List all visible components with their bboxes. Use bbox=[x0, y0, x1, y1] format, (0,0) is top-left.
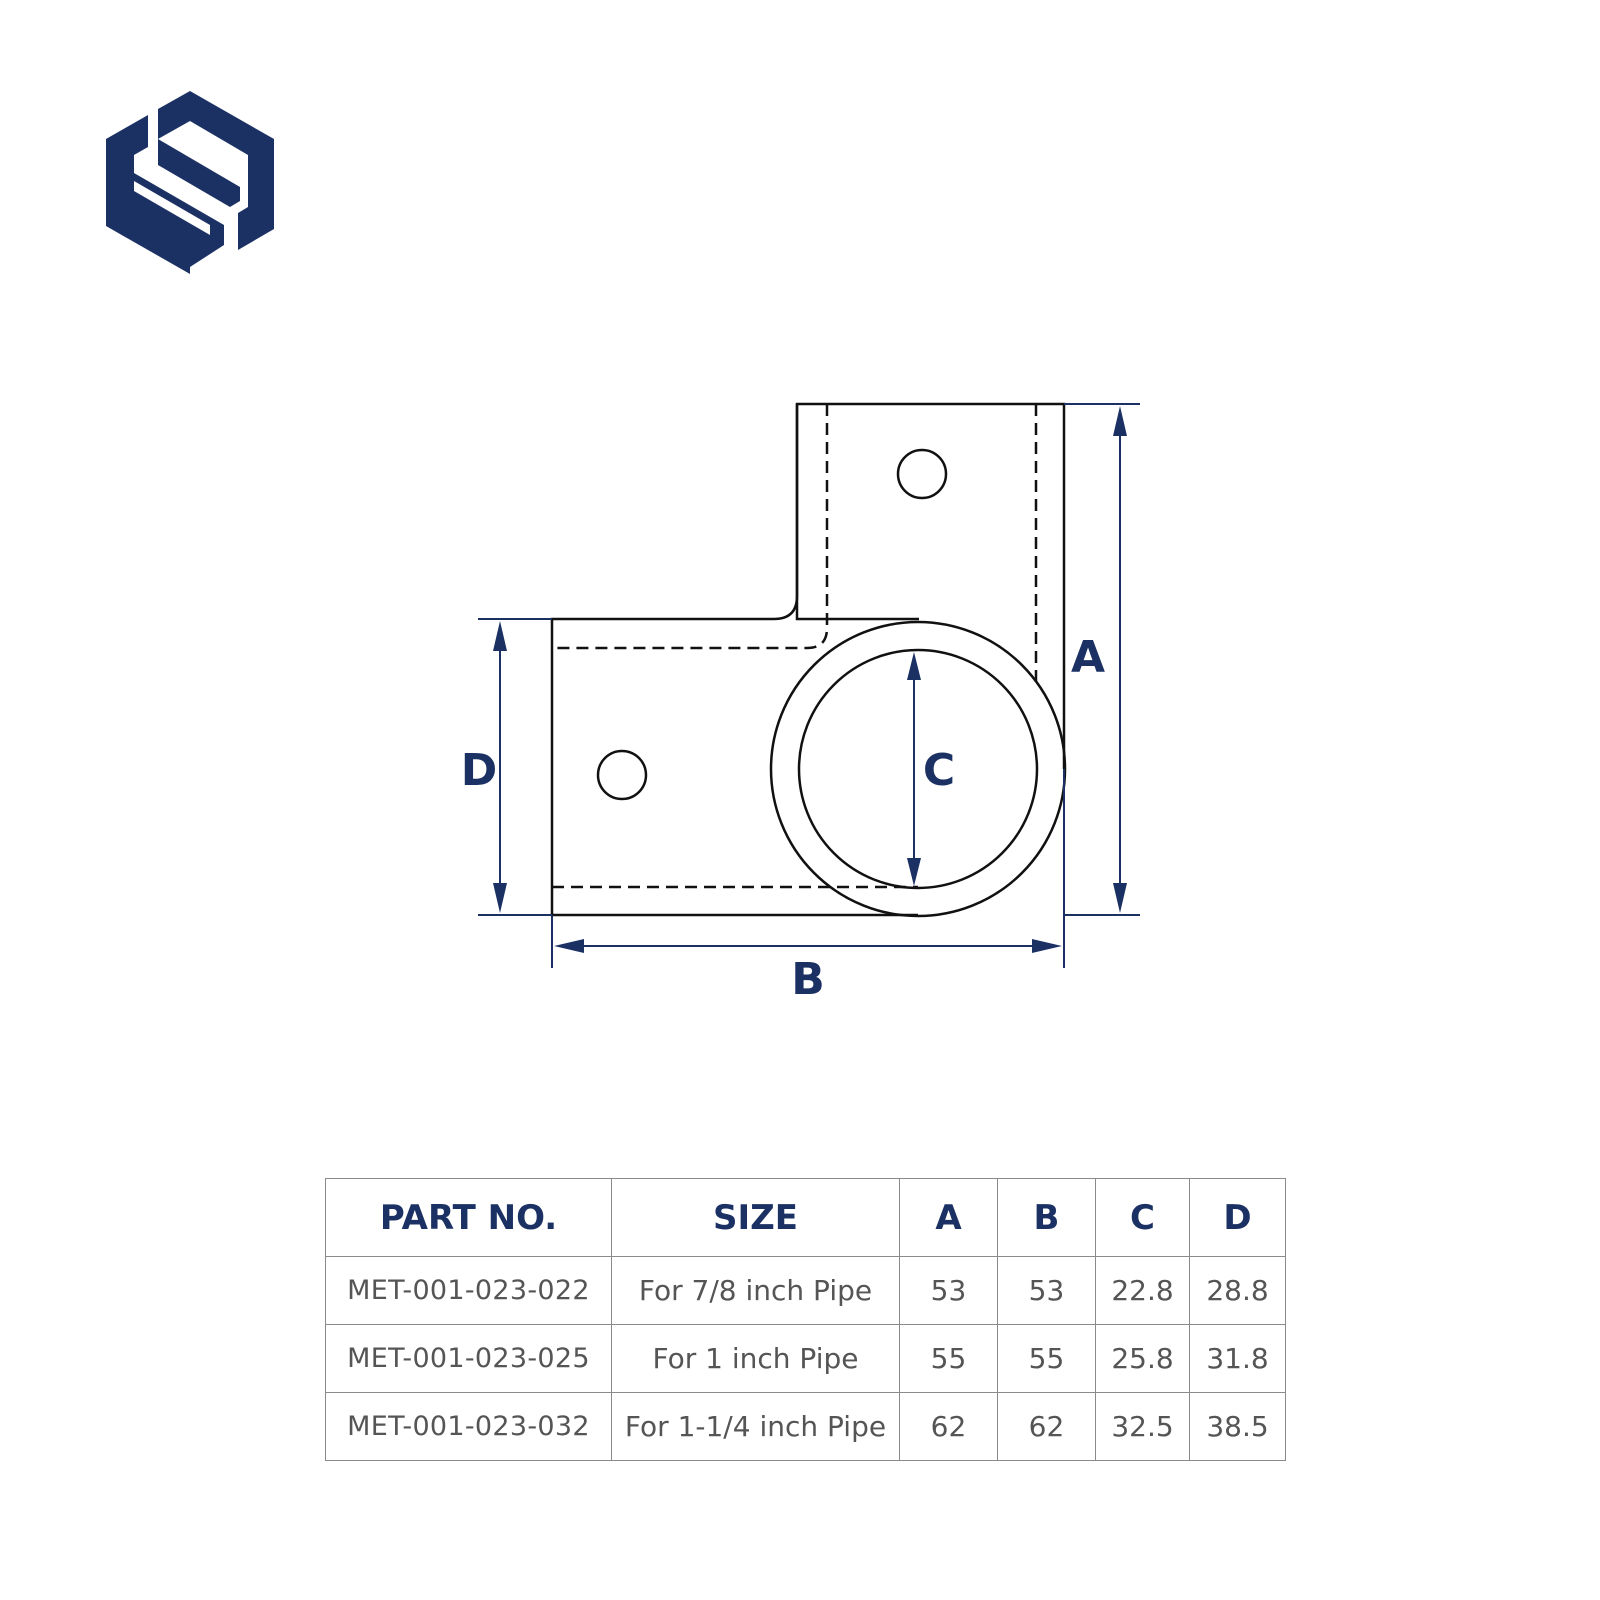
fitting-outline bbox=[550, 402, 1067, 918]
cell-d: 38.5 bbox=[1189, 1392, 1286, 1461]
cell-part-no: MET-001-023-022 bbox=[325, 1256, 612, 1325]
dimension-label-b: B bbox=[791, 954, 825, 1005]
dimensions-table: PART NO. SIZE A B C D MET-001-023-022 Fo… bbox=[325, 1178, 1286, 1461]
hexagon-s-logo-icon bbox=[106, 91, 274, 274]
dimension-label-c: C bbox=[923, 745, 955, 796]
dimension-label-a: A bbox=[1071, 632, 1105, 683]
header-b: B bbox=[997, 1178, 1096, 1257]
cell-b: 55 bbox=[997, 1324, 1096, 1393]
dimension-lines bbox=[478, 403, 1140, 968]
header-d: D bbox=[1189, 1178, 1286, 1257]
cell-part-no: MET-001-023-032 bbox=[325, 1392, 612, 1461]
cell-size: For 1 inch Pipe bbox=[611, 1324, 900, 1393]
table-row: MET-001-023-022 For 7/8 inch Pipe 53 53 … bbox=[325, 1256, 1286, 1325]
fitting-diagram: A B C D bbox=[461, 402, 1140, 1005]
cell-a: 62 bbox=[899, 1392, 998, 1461]
header-part-no: PART NO. bbox=[325, 1178, 612, 1257]
cell-a: 55 bbox=[899, 1324, 998, 1393]
table-row: MET-001-023-032 For 1-1/4 inch Pipe 62 6… bbox=[325, 1392, 1286, 1461]
cell-b: 62 bbox=[997, 1392, 1096, 1461]
cell-size: For 7/8 inch Pipe bbox=[611, 1256, 900, 1325]
dimension-arrows bbox=[493, 406, 1127, 953]
header-a: A bbox=[899, 1178, 998, 1257]
cell-size: For 1-1/4 inch Pipe bbox=[611, 1392, 900, 1461]
cell-b: 53 bbox=[997, 1256, 1096, 1325]
cell-d: 31.8 bbox=[1189, 1324, 1286, 1393]
table-row: MET-001-023-025 For 1 inch Pipe 55 55 25… bbox=[325, 1324, 1286, 1393]
cell-d: 28.8 bbox=[1189, 1256, 1286, 1325]
cell-a: 53 bbox=[899, 1256, 998, 1325]
dimension-label-d: D bbox=[461, 745, 498, 796]
hidden-lines bbox=[552, 404, 1038, 889]
cell-c: 25.8 bbox=[1095, 1324, 1190, 1393]
cell-c: 22.8 bbox=[1095, 1256, 1190, 1325]
cell-c: 32.5 bbox=[1095, 1392, 1190, 1461]
header-size: SIZE bbox=[611, 1178, 900, 1257]
cell-part-no: MET-001-023-025 bbox=[325, 1324, 612, 1393]
table-header-row: PART NO. SIZE A B C D bbox=[325, 1178, 1286, 1257]
header-c: C bbox=[1095, 1178, 1190, 1257]
